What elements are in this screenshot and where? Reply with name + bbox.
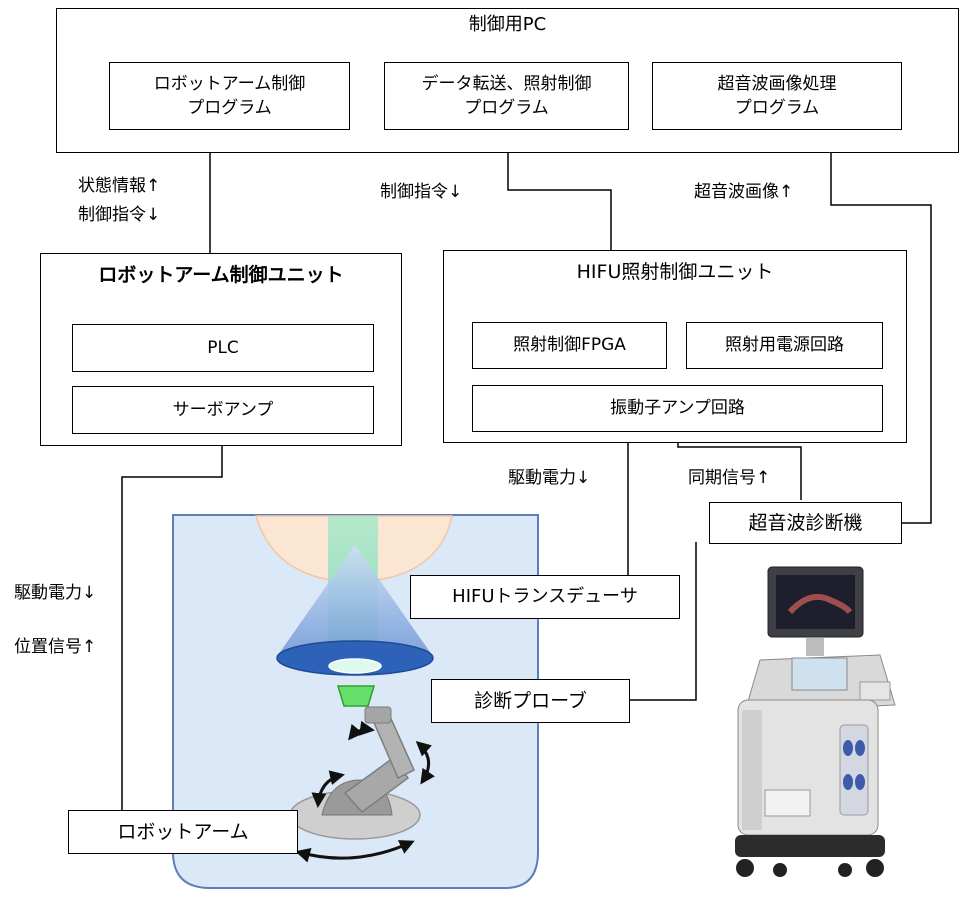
plc-label: PLC — [207, 338, 239, 358]
fpga-box: 照射制御FPGA — [472, 322, 667, 369]
diagnostic-probe-box: 診断プローブ — [431, 679, 630, 723]
servo-amp-box: サーボアンプ — [72, 386, 374, 434]
ultrasound-diagnostic-box: 超音波診断機 — [709, 502, 902, 544]
robot-arm-label: ロボットアーム — [117, 821, 249, 843]
ultrasound-processing-program-box: 超音波画像処理 プログラム — [652, 62, 902, 130]
transducer-cone — [278, 545, 432, 655]
probe-head — [336, 685, 376, 707]
data-transfer-program-line2: プログラム — [464, 98, 549, 118]
robot-control-program-line2: プログラム — [187, 98, 272, 118]
robot-control-program-box: ロボットアーム制御 プログラム — [109, 62, 350, 130]
robot-control-program-line1: ロボットアーム制御 — [153, 74, 306, 94]
hifu-control-unit-title: HIFU照射制御ユニット — [576, 261, 774, 283]
probe-window — [328, 658, 382, 674]
ultrasound-processing-program-line1: 超音波画像処理 — [717, 74, 837, 94]
data-transfer-program-line1: データ転送、照射制御 — [421, 74, 592, 94]
servo-amp-label: サーボアンプ — [172, 400, 274, 420]
plc-box: PLC — [72, 324, 374, 372]
signal-ultrasound-image: 超音波画像↑ — [694, 182, 794, 202]
line-pc-hifu-unit — [507, 130, 612, 250]
robot-control-unit-title: ロボットアーム制御ユニット — [98, 264, 344, 286]
hifu-transducer-label: HIFUトランスデューサ — [452, 586, 638, 607]
line-sync — [677, 443, 802, 500]
connection-lines — [121, 130, 932, 810]
amp-circuit-label: 振動子アンプ回路 — [610, 398, 745, 418]
signal-status-info: 状態情報↑ — [78, 176, 161, 196]
ultrasound-machine-image — [735, 566, 896, 877]
power-circuit-box: 照射用電源回路 — [686, 322, 883, 369]
signal-position: 位置信号↑ — [14, 637, 97, 657]
fpga-label: 照射制御FPGA — [513, 335, 626, 355]
signal-sync: 同期信号↑ — [688, 468, 771, 488]
amp-circuit-box: 振動子アンプ回路 — [472, 385, 883, 432]
signal-control-command-mid: 制御指令↓ — [380, 182, 463, 202]
diagnostic-probe-label: 診断プローブ — [474, 690, 587, 712]
power-circuit-label: 照射用電源回路 — [725, 335, 844, 355]
line-probe — [630, 542, 697, 701]
motion-arrows — [295, 720, 435, 863]
signal-drive-power-mid: 駆動電力↓ — [508, 468, 591, 488]
ultrasound-diagnostic-label: 超音波診断機 — [748, 512, 863, 534]
signal-drive-power-left: 駆動電力↓ — [14, 583, 97, 603]
robot-arm-box: ロボットアーム — [68, 810, 298, 854]
line-robot-arm — [121, 446, 223, 810]
hifu-transducer-box: HIFUトランスデューサ — [410, 575, 680, 619]
data-transfer-program-box: データ転送、照射制御 プログラム — [384, 62, 629, 130]
signal-control-command-left: 制御指令↓ — [78, 205, 161, 225]
control-pc-title: 制御用PC — [468, 14, 547, 35]
transducer-disc — [276, 640, 434, 676]
line-us-image — [830, 130, 932, 524]
ultrasound-processing-program-line2: プログラム — [734, 98, 820, 118]
